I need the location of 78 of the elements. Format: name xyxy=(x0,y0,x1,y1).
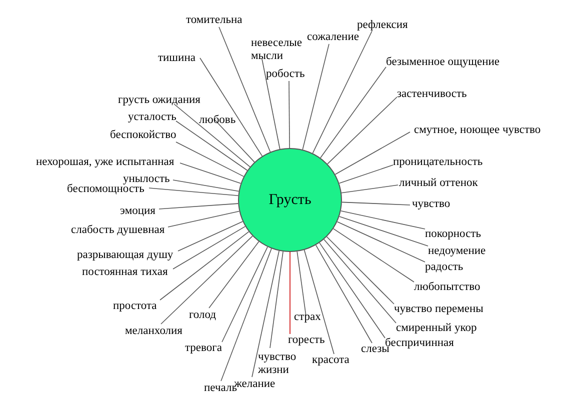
leader-line xyxy=(342,202,410,206)
word-label: смиренный укор xyxy=(396,322,477,335)
word-label: смутное, ноющее чувство xyxy=(414,124,541,137)
word-label: беспокойство xyxy=(110,129,176,142)
word-label: личный оттенок xyxy=(399,177,478,190)
word-label: радость xyxy=(425,261,464,274)
leader-line xyxy=(334,132,410,175)
leader-line xyxy=(315,244,372,344)
leader-line xyxy=(172,180,240,192)
word-label: тишина xyxy=(158,52,196,65)
word-label: безыменное ощущение xyxy=(386,56,500,69)
leader-line xyxy=(176,120,248,171)
leader-line xyxy=(178,221,244,252)
word-label: любовь xyxy=(199,114,236,127)
word-label: любопытство xyxy=(414,281,480,294)
leader-line xyxy=(174,104,250,168)
leader-line xyxy=(168,210,240,228)
word-label: слабость душевная xyxy=(71,224,165,237)
leader-line xyxy=(320,66,386,158)
word-label: покорность xyxy=(425,228,481,241)
word-label: чувство жизни xyxy=(258,351,303,377)
word-label: страх xyxy=(294,311,321,324)
leader-line xyxy=(304,250,334,354)
word-label: чувство xyxy=(412,198,450,211)
leader-line xyxy=(288,80,290,148)
leader-line xyxy=(338,216,428,246)
leader-line xyxy=(340,210,426,230)
leader-line xyxy=(326,236,394,304)
word-label: недоумение xyxy=(428,245,486,258)
word-label: беспомощность xyxy=(67,183,144,196)
leader-line xyxy=(341,184,398,194)
leader-line xyxy=(327,96,398,164)
leader-line xyxy=(270,251,284,348)
word-label: красота xyxy=(312,354,350,367)
word-label: унылость xyxy=(123,173,170,186)
leader-line xyxy=(218,26,271,152)
leader-line xyxy=(172,226,246,270)
word-label: рефлексия xyxy=(357,19,408,32)
word-label: чувство перемены xyxy=(394,303,484,316)
topic-circle: Грусть xyxy=(238,148,342,252)
leader-line xyxy=(176,142,244,177)
leader-line xyxy=(208,241,260,308)
word-label: горесть xyxy=(288,334,325,347)
leader-line xyxy=(148,188,239,196)
leader-line xyxy=(336,221,426,262)
leader-line xyxy=(332,228,414,282)
word-label: разрывающая душу xyxy=(77,249,174,262)
word-label: постоянная тихая xyxy=(82,266,168,279)
leader-line xyxy=(296,251,306,316)
word-label: меланхолия xyxy=(125,325,182,338)
word-label: застенчивость xyxy=(397,88,467,101)
word-label: простота xyxy=(113,300,157,313)
word-label: нехорошая, уже испытанная xyxy=(36,156,174,169)
leader-line xyxy=(158,203,239,210)
word-label: голод xyxy=(189,309,216,322)
leader-line xyxy=(160,231,250,300)
leader-line xyxy=(338,164,394,184)
word-label: эмоция xyxy=(120,205,156,218)
leader-line xyxy=(302,44,330,150)
word-label: грусть ожидания xyxy=(118,94,200,107)
leader-line xyxy=(324,238,396,324)
word-label: проницательность xyxy=(393,156,483,169)
leader-line xyxy=(200,58,263,156)
leader-line xyxy=(252,250,280,378)
leader-line xyxy=(220,248,272,382)
word-label: робость xyxy=(266,68,305,81)
word-label: сожаление xyxy=(307,31,359,44)
leader-line xyxy=(262,58,280,150)
leader-line xyxy=(222,246,268,342)
leader-line xyxy=(160,236,253,324)
leader-line xyxy=(180,162,242,184)
word-label: тревога xyxy=(185,342,222,355)
word-label: беспричинная xyxy=(385,337,454,350)
leader-line xyxy=(319,242,386,338)
leader-line xyxy=(214,118,255,162)
leader-line xyxy=(312,30,372,154)
word-label: усталость xyxy=(128,111,176,124)
word-label: томительна xyxy=(186,14,242,27)
